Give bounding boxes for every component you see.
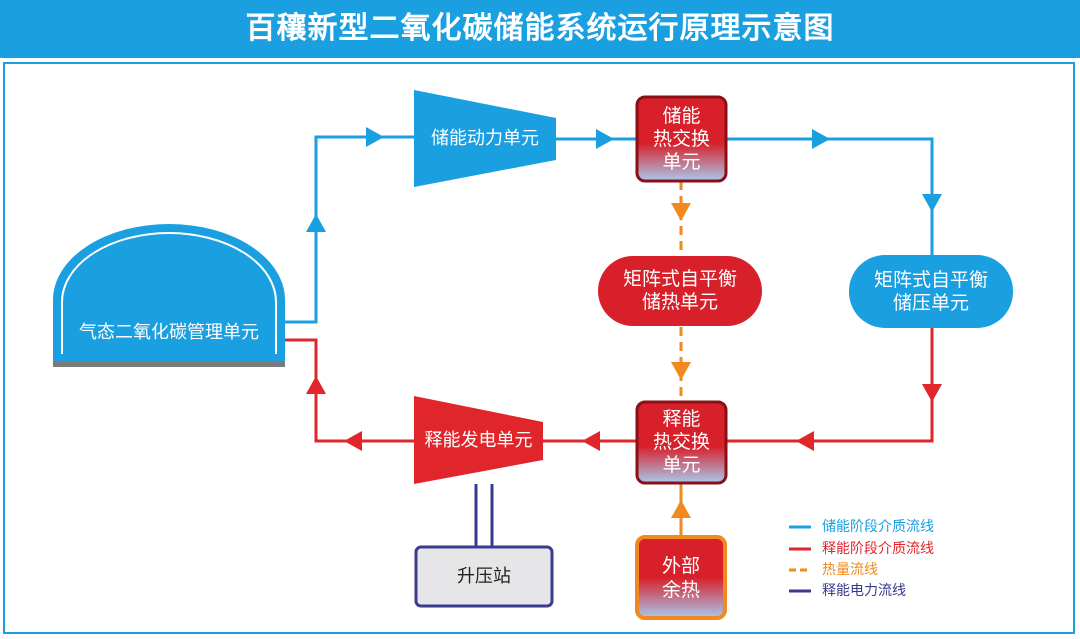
waste-heat-box	[635, 535, 727, 620]
release-flow-lines	[285, 328, 934, 443]
compressor-shape	[414, 90, 556, 187]
turbine-label: 释能发电单元	[424, 430, 533, 451]
turbine-shape	[414, 396, 543, 484]
blue-arrow-right-3	[812, 129, 830, 149]
page-title: 百穰新型二氧化碳储能系统运行原理示意图	[245, 11, 835, 46]
legend-markers	[789, 525, 811, 593]
red-line-turbine-to-gas	[285, 338, 414, 443]
waste-heat-label: 外部 余热	[661, 554, 700, 601]
title-bar	[0, 0, 1080, 58]
red-arrow-left-1	[796, 431, 814, 451]
blue-line-gas-to-compressor	[285, 135, 414, 324]
heat-arrow-down-1	[671, 203, 691, 221]
legend-label-release: 释能阶段介质流线	[822, 541, 934, 557]
heat-arrow-down-2	[671, 362, 691, 380]
thermal-store-label: 矩阵式自平衡 储热单元	[622, 268, 737, 313]
red-arrow-left-3	[344, 431, 362, 451]
legend-label-heat: 热量流线	[822, 562, 878, 578]
blue-arrow-right-1	[366, 127, 384, 147]
blue-arrow-right-2	[596, 129, 614, 149]
substation-label: 升压站	[457, 565, 511, 587]
gas-storage-unit	[53, 224, 285, 367]
storage-flow-arrows	[306, 127, 942, 232]
blue-arrow-up	[306, 214, 326, 232]
hx-store-label: 储能 热交换 单元	[652, 104, 710, 173]
hx-release-box	[635, 400, 728, 485]
diagram-frame	[3, 62, 1075, 634]
pressure-store-box	[849, 255, 1013, 328]
hx-store-box	[635, 95, 728, 183]
compressor-label: 储能动力单元	[431, 128, 539, 149]
substation-box	[414, 545, 554, 608]
hx-release-label: 释能 热交换 单元	[652, 408, 710, 476]
thermal-store-box	[598, 256, 762, 326]
gas-dome-inner-outline	[61, 232, 277, 354]
red-line-pressure-to-hx	[726, 328, 934, 443]
blue-arrow-down	[922, 194, 942, 212]
legend-label-power: 释能电力流线	[822, 583, 906, 599]
release-flow-arrows	[306, 376, 942, 451]
red-arrow-down	[922, 384, 942, 402]
legend-label-storage: 储能阶段介质流线	[822, 519, 934, 535]
pressure-store-label: 矩阵式自平衡 储压单元	[873, 268, 988, 314]
red-arrow-left-2	[582, 431, 600, 451]
red-arrow-up	[306, 376, 326, 394]
blue-line-hx-to-pressure	[726, 137, 934, 255]
gas-dome-outer	[53, 224, 285, 362]
gas-dome-base	[53, 362, 285, 367]
gas-storage-label: 气态二氧化碳管理单元	[79, 322, 259, 343]
power-flow-lines	[474, 484, 494, 547]
